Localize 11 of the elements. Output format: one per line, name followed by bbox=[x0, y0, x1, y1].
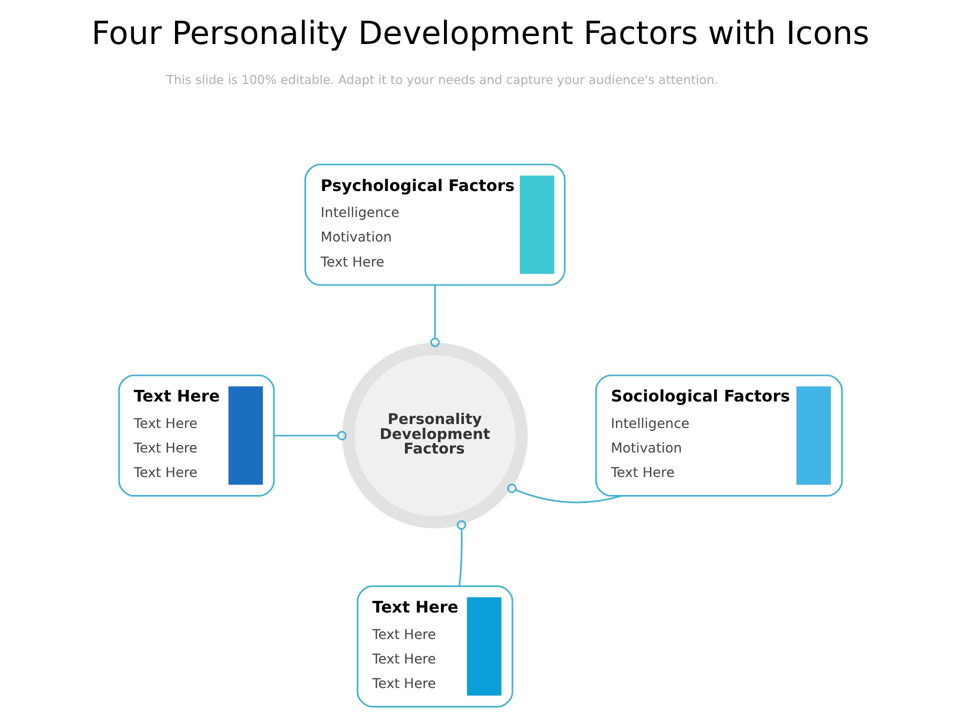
connector bbox=[430, 285, 440, 348]
diagram-title: Four Personality Development Factors with Icons bbox=[91, 14, 869, 52]
connector bbox=[456, 520, 466, 586]
node-circle: Personality Development Factors bbox=[342, 342, 528, 528]
node-box: Text Here Text Here Text Here Text Here bbox=[118, 374, 274, 497]
connector bbox=[506, 484, 622, 504]
node-box: Sociological Factors Intelligence Motivation Text Here bbox=[594, 374, 842, 497]
connector bbox=[274, 430, 346, 440]
node-box: Psychological Factors Intelligence Motivation Text Here bbox=[304, 164, 566, 286]
node-box: Text Here Text Here Text Here Text Here bbox=[356, 585, 513, 708]
label: This slide is 100% editable. Adapt it to your needs and capture your audience's attention. bbox=[166, 72, 718, 87]
